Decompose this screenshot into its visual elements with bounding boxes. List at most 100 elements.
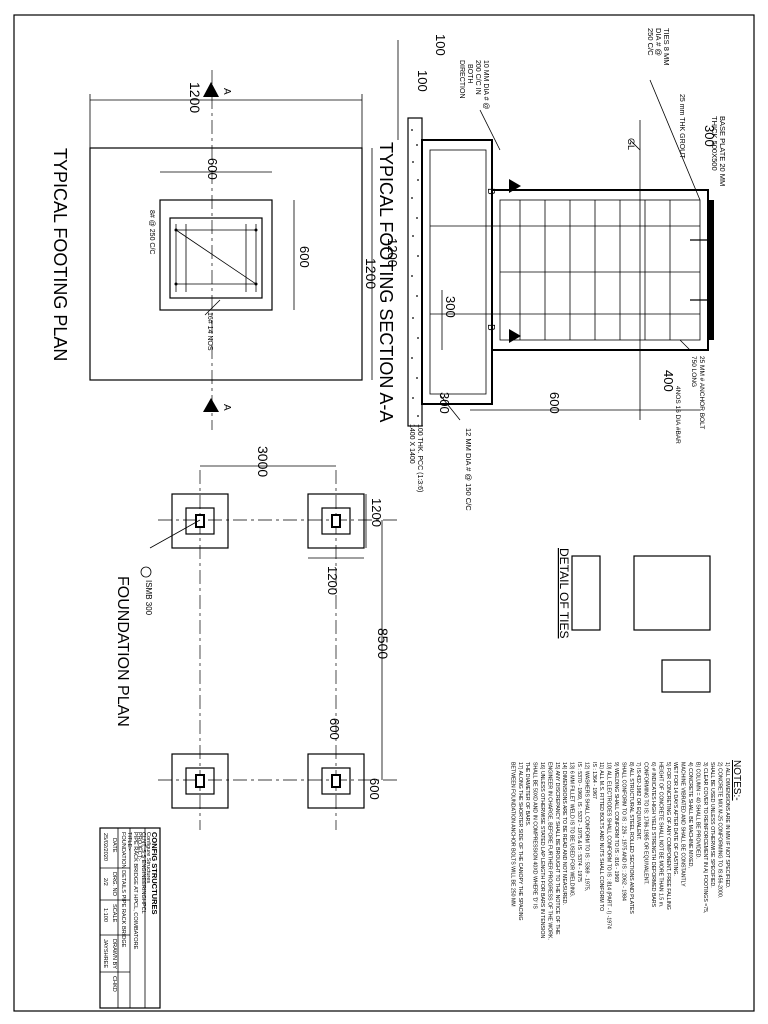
title-label: TITLE:- [126,832,132,851]
pedestal-outline [159,199,273,311]
tie-detail-square [633,555,711,631]
note-line: 3) CLEAR COVER TO REINFORCEMENT IN A) FO… [702,762,708,913]
dim-300-top: 300 [702,125,717,147]
base-plate [708,200,714,340]
section-b-1: B [485,188,496,195]
dim-300-inner: 300 [443,296,458,318]
note-line: IS : 1364 - 1967 [591,762,597,799]
section-b-2: B [485,324,496,331]
pier-1 [171,493,229,549]
title-block: CONFIG STRUCTURES Configure Structures C… [99,827,161,1009]
dim-1200-section: 1200 [385,238,400,267]
pier-3 [171,753,229,809]
section-a-markers: A A [203,70,232,430]
pier-2 [307,493,365,549]
ties-note-1: TIES 8 MM [662,28,671,66]
dim-1200-a: 1200 [369,498,384,527]
dim-100-b: 100 [415,70,430,92]
ties-title: DETAIL OF TIES [557,548,571,638]
note-line: 15) ANY DISCREPANCY SHALL BE BROUGHT TO … [554,762,560,935]
anchor-note-1: 25 MM # ANCHOR BOLT [698,356,705,429]
dim-1200-top: 1200 [187,82,203,113]
bottom-bar-note: 12 MM DIA # @ 150 C/C [464,428,473,511]
notes-block: NOTES:- 1) ALL DIMENSIONS ARE IN MM IF N… [509,760,742,940]
footing-plan-title: TYPICAL FOOTING PLAN [50,148,70,361]
note-line: 9) WELDING SHALL CONFORM TO IS : 816 - 1… [613,762,619,882]
bar-note: 8# @ 250 C/C [148,210,155,254]
dim-400: 400 [661,370,676,392]
note-line: WET FOR 14 DAYS AFTER DATE OF CASTING. [672,762,678,876]
hdr-scale: SCALE [111,904,117,923]
hdr-chkd: CHKD [111,976,117,992]
dim-100-a: 100 [433,34,448,56]
note-line: 2) CONCRETE MIX M-25 CONFORMING TO IS:45… [717,762,723,898]
client-name: CLNT.:S S ENGINEERINGHPCL [140,832,146,914]
dim-600-right: 600 [297,246,312,268]
section-a-bottom: A [221,404,232,411]
pcc-bed [407,117,423,427]
val-date: 25/02/2020 [102,833,108,861]
note-line: IS : 5370 - 1969, IS : 5372 - 1975 & IS … [576,762,582,882]
column-label: ISMB 300 [144,580,153,616]
footing-section-title: TYPICAL FOOTING SECTION A-A [376,142,396,422]
tie-detail-rect-1 [571,555,601,631]
mesh-note-3: BOTH [466,64,473,83]
title-text: FOUNDATION DETAILS PIPE RACK BRIDGE [120,832,126,948]
note-line: 17) ALONG THE SHORTER SIDE OF THE CANOPY… [517,762,523,921]
note-line: 12) WASHERS SHALL CONFORM TO IS : 5369 -… [583,762,589,891]
note-line: 11) ALL M.S. FITTED BOLTS AND NUTS SHALL… [598,762,604,911]
note-line: 8) ALL STRUCTURAL STEEL ROLLED SECTIONS … [628,762,634,914]
note-line: BETWEEN FOUNDATION ANCHOR BOLTS WILL BE … [509,762,515,907]
note-line: 1) ALL DIMENSIONS ARE IN MM IF NOT SPECI… [724,762,730,888]
note-line: 16) UNLESS OTHERWISE STATED LAP LENGTH F… [539,762,545,938]
note-line: 4) CONCRETE SHALL BE MACHINE MIXED, [687,762,693,868]
pedestal-inner [169,217,263,299]
mesh-note-4: DIRECTION [458,60,465,99]
footing-block [421,139,493,405]
note-line: SHALL BE 50XD AND IN COMPRESSION 40XD WH… [532,762,538,909]
notes-heading: NOTES:- [731,760,742,801]
grout-note: 25 mm THK GROUT [678,94,685,159]
dim-300-bottom: 300 [437,392,452,414]
note-line: CONFORMING TO IS: 1786-1985 OR EQUIVALEN… [643,762,649,885]
footing-outline [89,147,363,381]
anchor-note-2: 750 LONG [690,356,697,387]
note-line: 13) 6 MM FILLET WELD IS TO BE USED FOR W… [569,762,575,897]
base-plate-note-1: BASE PLATE 20 MM [718,116,727,186]
hdr-date: DATE [111,838,117,853]
dim-8500: 8500 [375,628,391,659]
section-a-top: A [221,88,232,95]
hdr-drawn: DRAWN BY [111,939,117,969]
dim-1200-right: 1200 [363,258,379,289]
dim-3000: 3000 [255,446,271,477]
foundation-plan: 3000 8500 1200 1200 600 600 ISMB 300 FOU… [114,446,400,830]
typical-footing-plan: 1200 1200 600 600 8# @ 250 C/C 16# 14 NO… [50,82,379,381]
detail-of-ties: DETAIL OF TIES [557,548,711,693]
ties-note-3: 250 C/C [646,28,655,56]
pier-4 [307,753,365,809]
pcc-note-2: 1400 X 1400 [408,424,415,464]
pedestal-bar-note: 16# 14 NOS [206,312,213,351]
val-drawn: JAYSHREE [102,939,108,968]
note-line: SHALL CONFORM TO IS : 226 - 1975 AND IS … [620,762,626,901]
note-line: THE DIAMETER OF BARS. [524,762,530,826]
dim-600-bottom: 600 [547,392,562,414]
mesh-note-2: 200 C/C IN [474,60,481,95]
hdr-drg: DRG. NO [111,872,117,897]
note-line: SHALL BE USED UNLESS OTHERWISE SPECIFIED… [709,762,715,888]
mesh-note-1: 10 MM DIA # @ [482,60,489,110]
dim-600-a: 600 [327,718,342,740]
note-line: ENGINEER IN CHARGE, BEFORE FURTHER PROGR… [546,762,552,940]
foundation-plan-title: FOUNDATION PLAN [114,576,131,727]
note-line: 5) FOR CONCRETING OF ANY COMPONENT, FREE… [665,762,671,910]
typical-footing-section: TYPICAL FOOTING SECTION A-A [376,28,727,511]
note-line: B) COLUMN = 40 SHALL BE PROVIDED. [694,762,700,859]
val-drg: 2/2 [102,878,108,886]
project-label: PROJECT:- [136,832,142,861]
company-sub-1: Configure Structures [145,832,151,884]
note-line: 6) # INDICATES HIGH YIELD STRENGTH DEFOR… [650,762,656,908]
dim-1200-b: 1200 [325,566,340,595]
project-name: PIPE RACK BRIDGE AT HPCL, COIMBATORE [132,832,138,950]
note-line: MACHINE VIBRATED AND SHALL BE CONSTANTLY [680,762,686,887]
